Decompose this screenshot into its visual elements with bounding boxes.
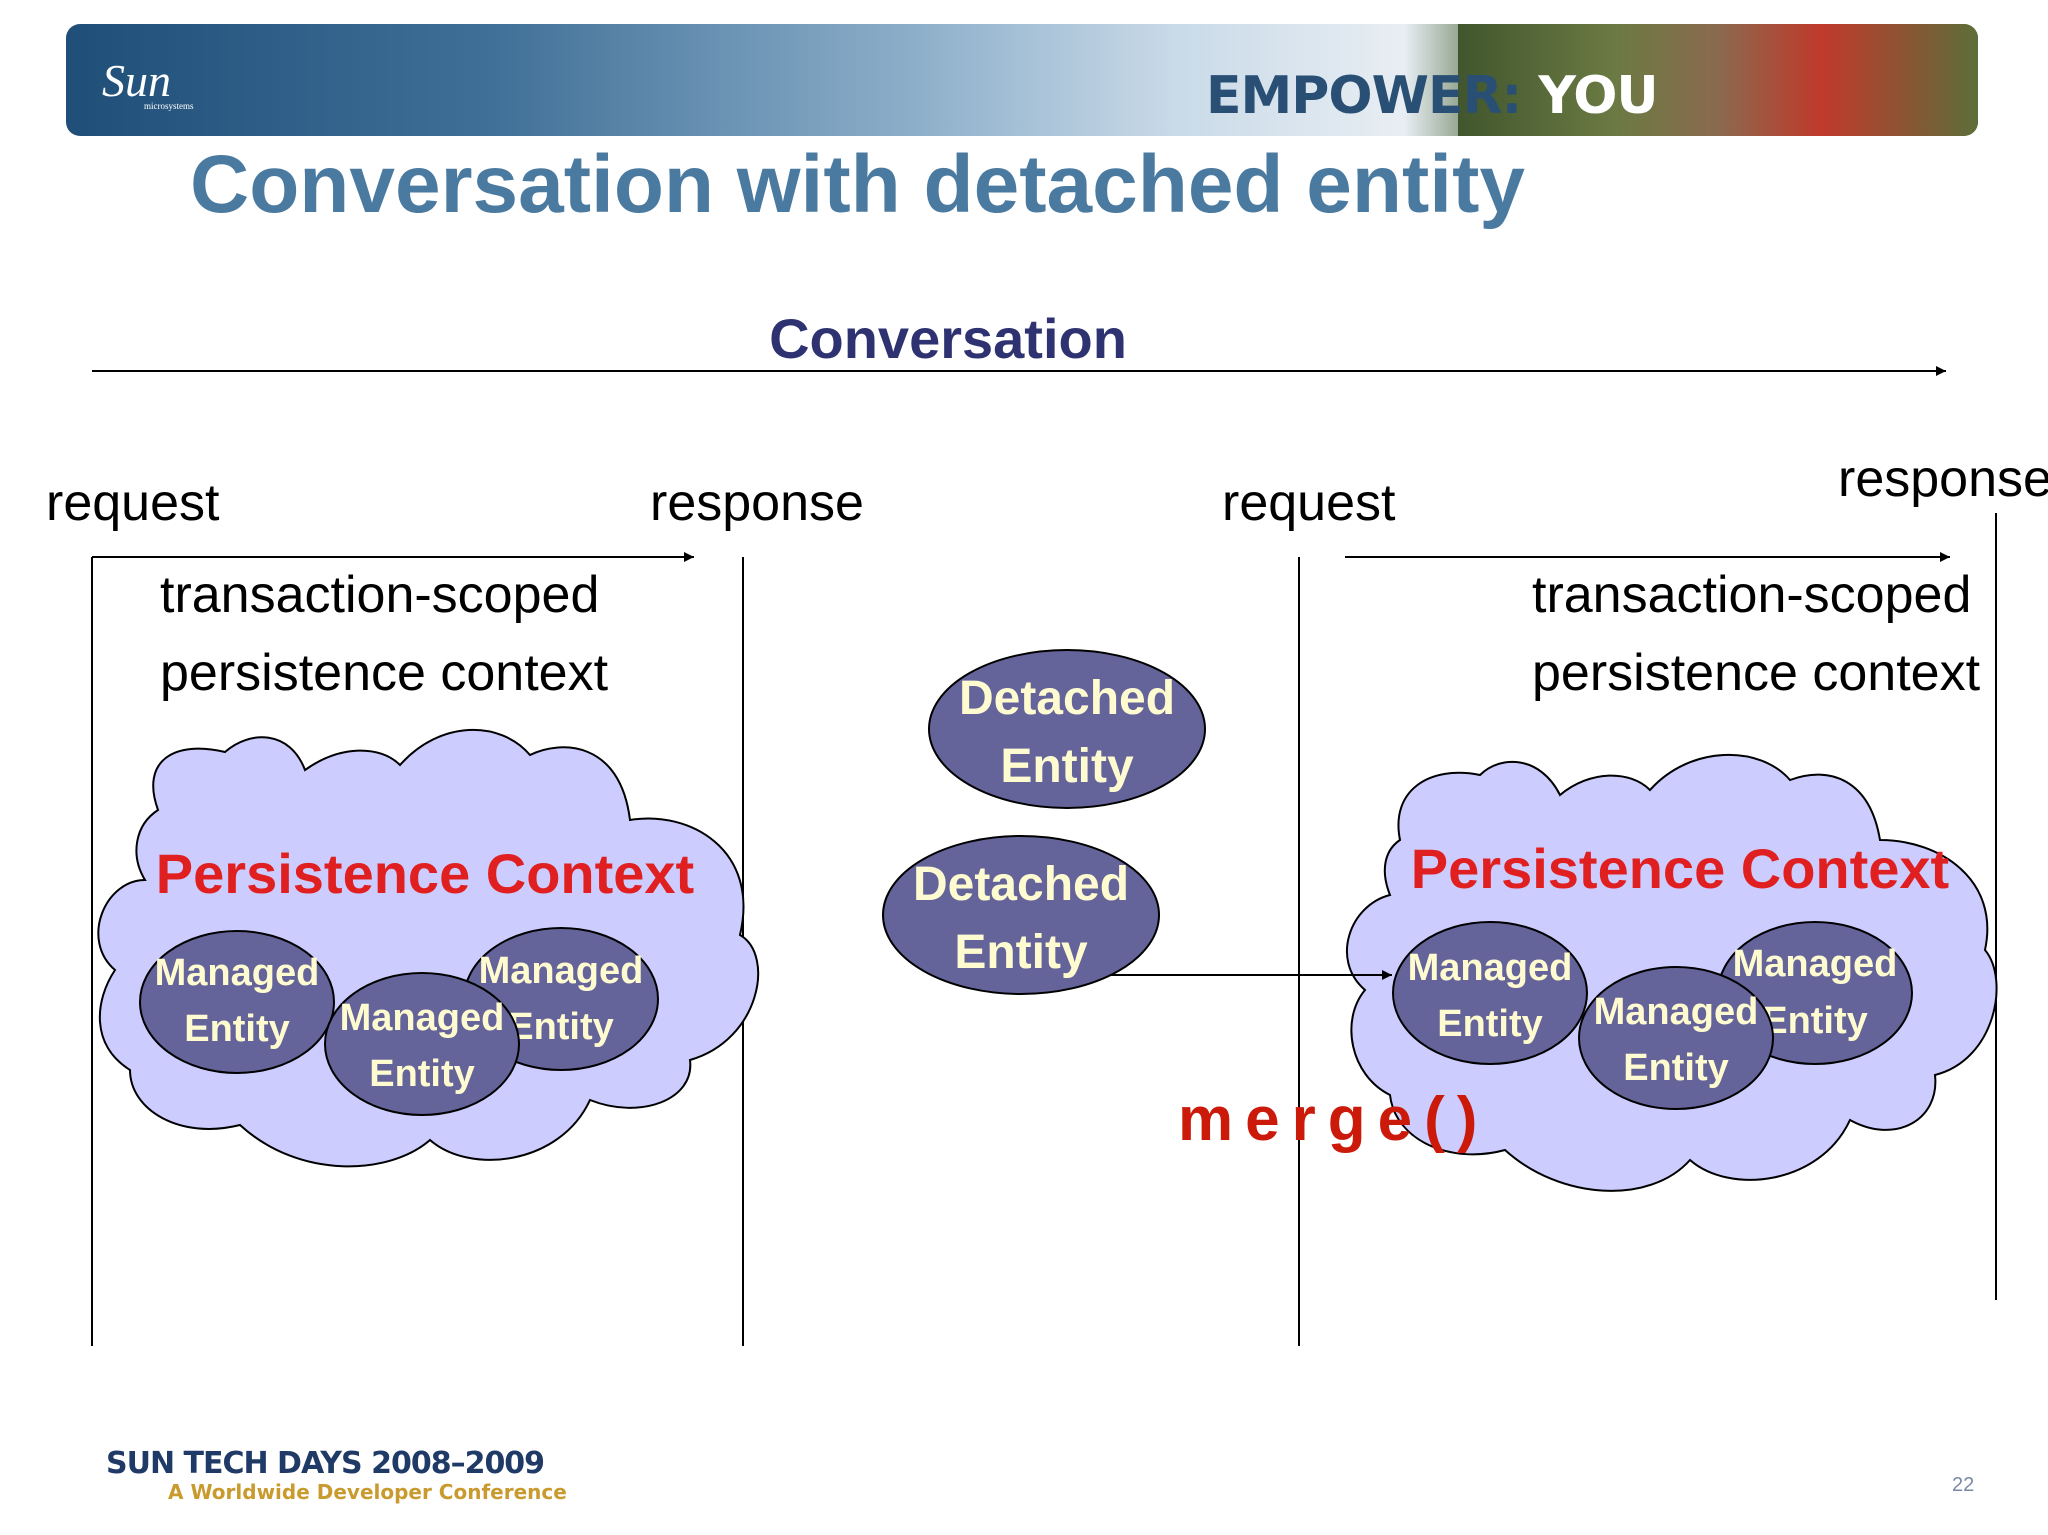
- tagline-empower: EMPOWER:: [1206, 66, 1522, 126]
- entity-word2: Entity: [369, 1053, 475, 1095]
- entity-word1: Managed: [479, 950, 644, 992]
- left-request-label: request: [46, 474, 220, 532]
- right-tx-line1: transaction-scoped: [1532, 566, 1971, 624]
- entity-word1: Managed: [1594, 991, 1759, 1033]
- detached-word1: Detached: [913, 858, 1129, 911]
- header-photo: [1458, 24, 1978, 136]
- left-tx-line2: persistence context: [160, 644, 609, 702]
- page-number: 22: [1952, 1474, 1975, 1496]
- right-managed-entity-2: Managed Entity: [1578, 966, 1774, 1110]
- conversation-label: Conversation: [769, 307, 1127, 370]
- detached-entity-2: Detached Entity: [882, 835, 1160, 995]
- entity-word1: Managed: [155, 952, 320, 994]
- entity-word2: Entity: [1437, 1003, 1543, 1045]
- left-managed-entity-2: Managed Entity: [324, 972, 520, 1116]
- entity-word1: Managed: [1408, 947, 1573, 989]
- detached-word2: Entity: [1000, 740, 1134, 793]
- detached-word2: Entity: [954, 926, 1088, 979]
- left-cloud-label: Persistence Context: [156, 842, 694, 905]
- detached-entity-1: Detached Entity: [928, 649, 1206, 809]
- tagline: EMPOWER: YOU: [1206, 66, 1659, 126]
- tagline-you: YOU: [1538, 66, 1658, 126]
- slide-title: Conversation with detached entity: [190, 139, 1525, 230]
- merge-label: merge(): [1178, 1085, 1489, 1154]
- right-tx-line2: persistence context: [1532, 644, 1981, 702]
- right-managed-entity-1: Managed Entity: [1392, 921, 1588, 1065]
- entity-word1: Managed: [1733, 943, 1898, 985]
- left-response-label: response: [650, 474, 864, 532]
- left-tx-line1: transaction-scoped: [160, 566, 599, 624]
- right-request-label: request: [1222, 474, 1396, 532]
- entity-word2: Entity: [184, 1008, 290, 1050]
- header-banner: Sun microsystems EMPOWER: YOU: [66, 24, 1978, 136]
- left-managed-entity-1: Managed Entity: [139, 930, 335, 1074]
- right-response-label: response: [1838, 450, 2048, 508]
- entity-word2: Entity: [1623, 1047, 1729, 1089]
- footer-brand: SUN TECH DAYS 2008–2009: [106, 1446, 545, 1481]
- right-cloud-label: Persistence Context: [1411, 837, 1949, 900]
- entity-word1: Managed: [340, 997, 505, 1039]
- footer-subtitle: A Worldwide Developer Conference: [168, 1480, 567, 1504]
- sun-logo: Sun microsystems: [102, 55, 194, 111]
- entity-word2: Entity: [508, 1006, 614, 1048]
- detached-word1: Detached: [959, 672, 1175, 725]
- entity-word2: Entity: [1762, 1000, 1868, 1042]
